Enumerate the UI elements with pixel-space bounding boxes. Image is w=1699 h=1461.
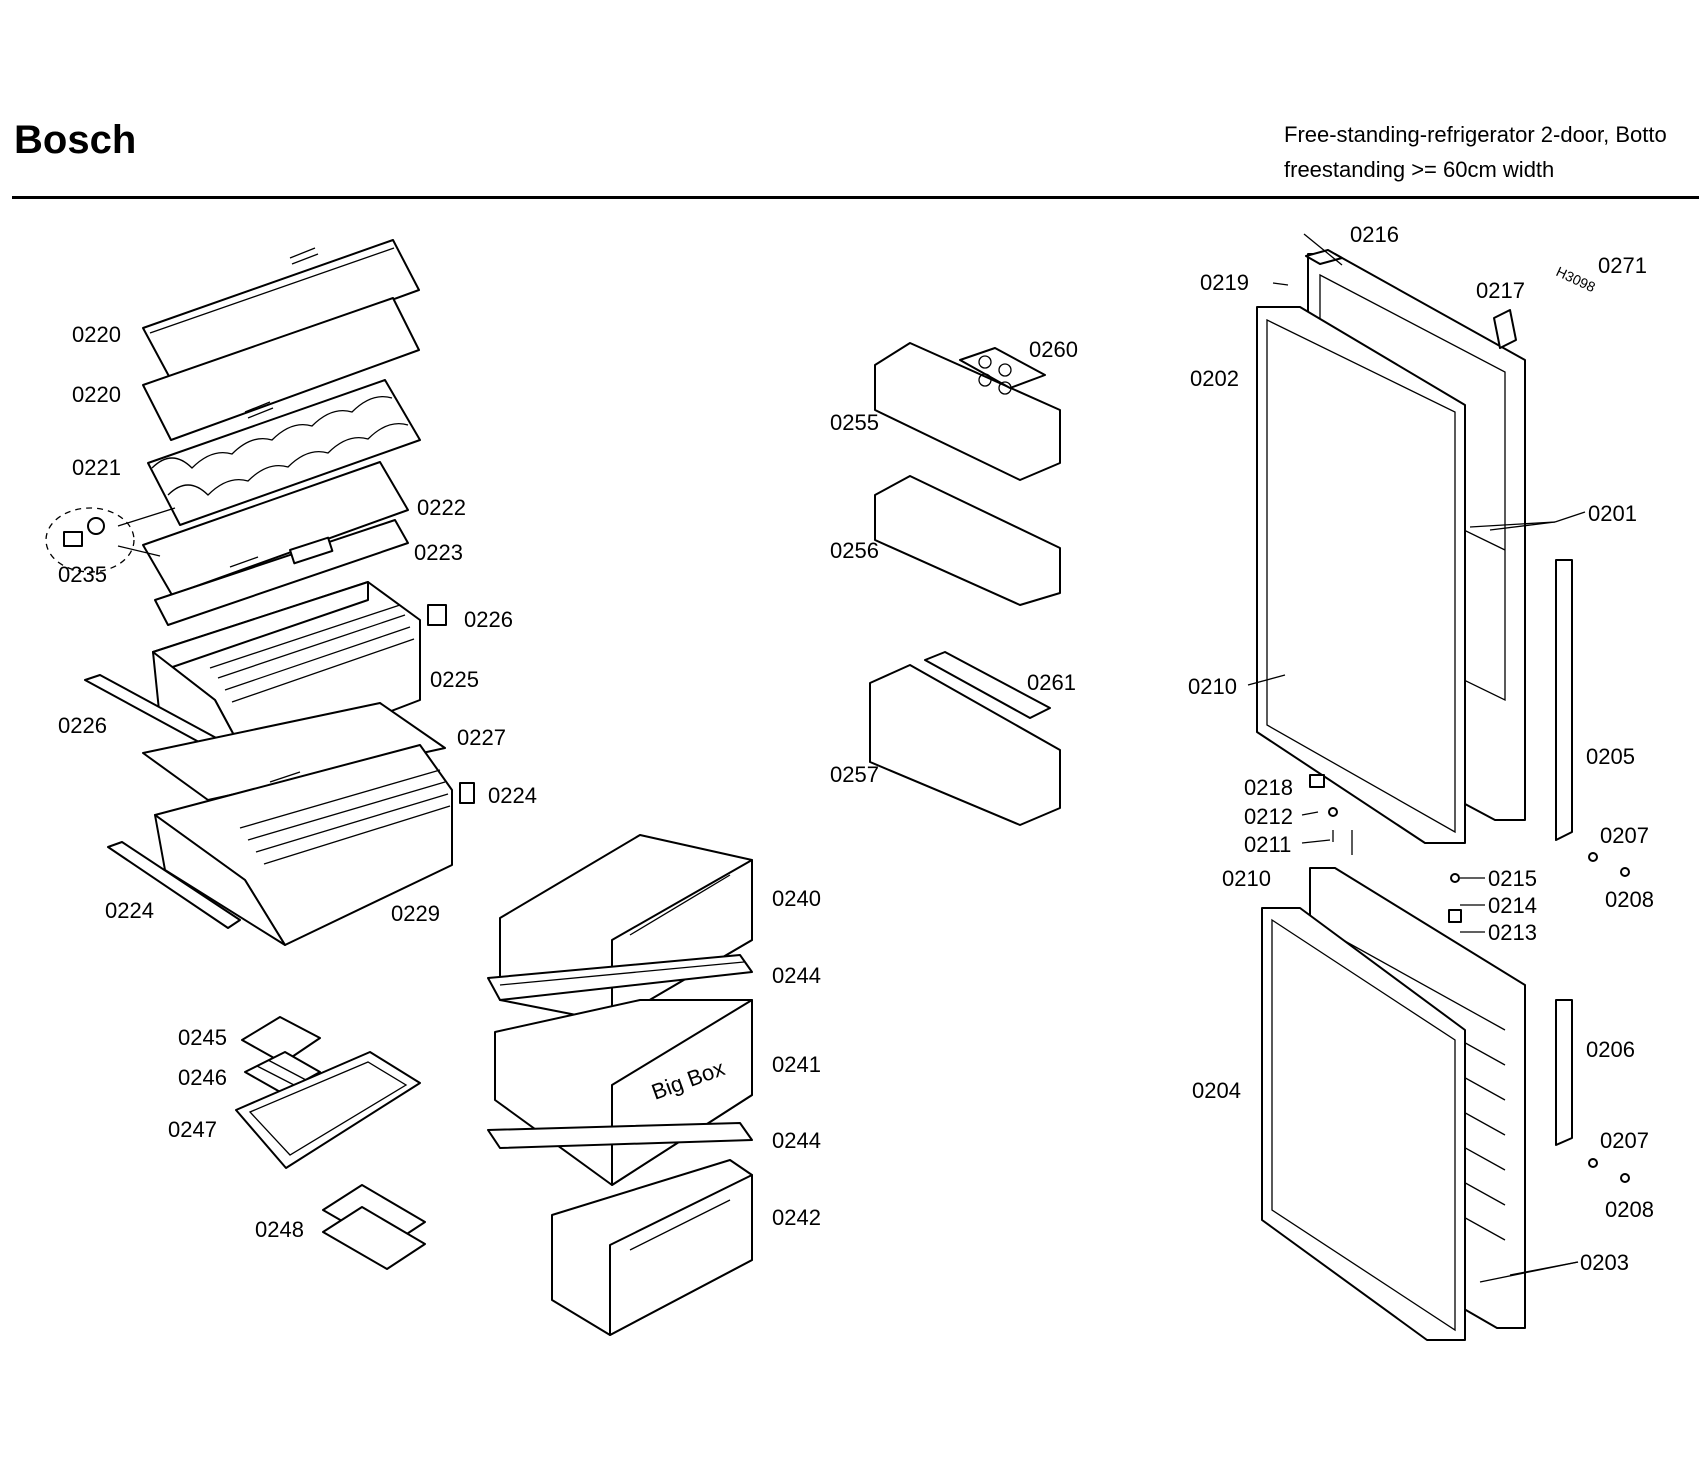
callout-0260: 0260 xyxy=(1029,337,1078,362)
callout-0203: 0203 xyxy=(1580,1250,1629,1275)
callout-0205: 0205 xyxy=(1586,744,1635,769)
ice-cube-tray xyxy=(244,1051,321,1094)
callout-0221: 0221 xyxy=(72,455,121,480)
freezer-basket-2 xyxy=(487,1122,753,1149)
freezer-door-gasket xyxy=(1261,907,1466,1341)
callout-0240: 0240 xyxy=(772,886,821,911)
door-bin-with-egg-tray xyxy=(874,342,1061,481)
callout-0220-second: 0220 xyxy=(72,382,121,407)
callout-0224-left: 0224 xyxy=(105,898,154,923)
header-divider xyxy=(12,196,1699,199)
callout-labels: 0220 0220 0221 0222 0223 0235 0226 0225 … xyxy=(58,222,1654,1275)
callout-0212: 0212 xyxy=(1244,804,1293,829)
freezer-basket-1 xyxy=(487,954,753,1001)
left-slide-rail-lower xyxy=(107,841,241,929)
callout-0213: 0213 xyxy=(1488,920,1537,945)
callout-0226-right: 0226 xyxy=(464,607,513,632)
callout-0223: 0223 xyxy=(414,540,463,565)
fridge-door-gasket xyxy=(1256,306,1466,844)
callout-0245: 0245 xyxy=(178,1025,227,1050)
callout-0208-lower: 0208 xyxy=(1605,1197,1654,1222)
callout-0208-upper: 0208 xyxy=(1605,887,1654,912)
callout-0224-right: 0224 xyxy=(488,783,537,808)
callout-0242: 0242 xyxy=(772,1205,821,1230)
door-bin-middle xyxy=(874,475,1061,606)
callout-0255: 0255 xyxy=(830,410,879,435)
model-description-line-1: Free-standing-refrigerator 2-door, Botto xyxy=(1284,122,1667,147)
callout-0201: 0201 xyxy=(1588,501,1637,526)
callout-0248: 0248 xyxy=(255,1217,304,1242)
callout-0271: 0271 xyxy=(1598,253,1647,278)
glass-shelf-with-frame xyxy=(142,461,409,596)
callout-0235: 0235 xyxy=(58,562,107,587)
callout-0219: 0219 xyxy=(1200,270,1249,295)
shelf-frame-clip xyxy=(154,519,409,626)
callout-0222: 0222 xyxy=(417,495,466,520)
callout-0204: 0204 xyxy=(1192,1078,1241,1103)
callout-0227: 0227 xyxy=(457,725,506,750)
cold-pack xyxy=(322,1184,426,1270)
callout-0211: 0211 xyxy=(1244,832,1291,857)
callout-0216: 0216 xyxy=(1350,222,1399,247)
callout-0207-upper: 0207 xyxy=(1600,823,1649,848)
glass-shelf-top xyxy=(142,239,420,381)
callout-0215: 0215 xyxy=(1488,866,1537,891)
callout-0220-top: 0220 xyxy=(72,322,121,347)
callout-0247: 0247 xyxy=(168,1117,217,1142)
callout-0217: 0217 xyxy=(1476,278,1525,303)
callout-0256: 0256 xyxy=(830,538,879,563)
callout-0210-upper: 0210 xyxy=(1188,674,1237,699)
callout-0210-lower: 0210 xyxy=(1222,866,1271,891)
callout-0244-lower: 0244 xyxy=(772,1128,821,1153)
freezer-drawer-bigbox: Big Box xyxy=(494,999,753,1186)
callout-0207-lower: 0207 xyxy=(1600,1128,1649,1153)
callout-0229: 0229 xyxy=(391,901,440,926)
callout-0246: 0246 xyxy=(178,1065,227,1090)
callout-0244-upper: 0244 xyxy=(772,963,821,988)
callout-0261: 0261 xyxy=(1027,670,1076,695)
clip-detail xyxy=(45,507,176,573)
callout-0202: 0202 xyxy=(1190,366,1239,391)
door-bin-bottom xyxy=(869,651,1061,826)
ice-tray-holder xyxy=(235,1051,421,1169)
model-description-line-2: freestanding >= 60cm width xyxy=(1284,157,1555,182)
callout-0206: 0206 xyxy=(1586,1037,1635,1062)
handle-upper xyxy=(1555,559,1573,841)
ice-scraper xyxy=(241,1016,321,1064)
small-hardware xyxy=(1305,249,1630,1183)
lower-crisper-drawer xyxy=(154,744,475,946)
handle-lower xyxy=(1555,999,1573,1146)
glass-shelf-second xyxy=(142,297,420,441)
freezer-drawer-bottom xyxy=(551,1159,753,1336)
callout-0214: 0214 xyxy=(1488,893,1537,918)
brand-name: Bosch xyxy=(14,118,137,162)
callout-0225: 0225 xyxy=(430,667,479,692)
leader-lines xyxy=(1247,233,1586,1283)
diagram-code: H3098 xyxy=(1554,263,1598,295)
callout-0257: 0257 xyxy=(830,762,879,787)
callout-0226-left: 0226 xyxy=(58,713,107,738)
callout-0241: 0241 xyxy=(772,1052,821,1077)
callout-0218: 0218 xyxy=(1244,775,1293,800)
